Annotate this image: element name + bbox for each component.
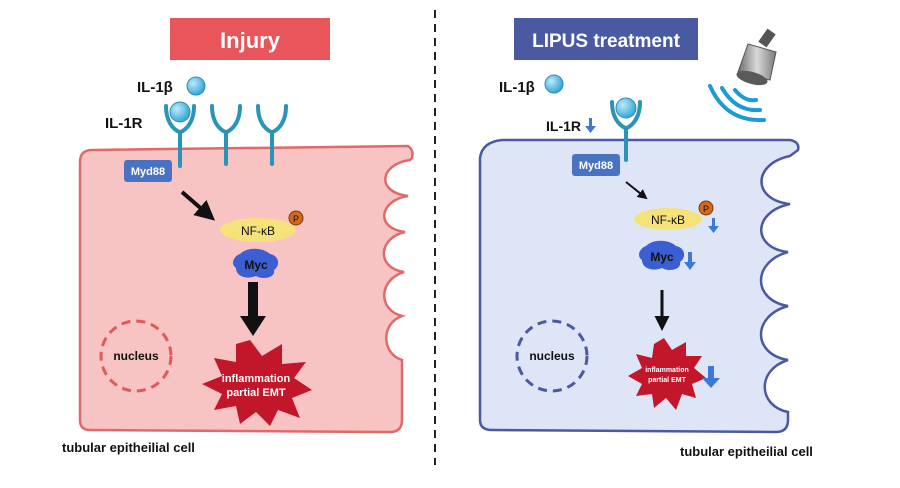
lipus-nucleus xyxy=(515,319,589,393)
lipus-phospho-icon xyxy=(698,200,714,216)
lipus-myc-label: Myc xyxy=(650,250,674,264)
injury-phospho-label: P xyxy=(293,214,299,224)
lipus-ligand-label: IL-1β xyxy=(499,79,535,96)
injury-myc-label: Myc xyxy=(244,258,268,272)
injury-outcome-burst xyxy=(202,340,312,426)
injury-outcome-line1: inflammation xyxy=(222,373,291,385)
injury-nucleus xyxy=(99,319,173,393)
injury-nfkb-oval xyxy=(220,218,296,242)
lipus-outcome-burst xyxy=(628,338,706,410)
injury-arrow-myd88-nfkb xyxy=(180,190,216,221)
lipus-cell-membrane xyxy=(478,138,800,434)
lipus-phospho-label: P xyxy=(703,204,709,214)
lipus-panel: LIPUS treatment IL-1β IL-1R xyxy=(478,18,813,459)
lipus-nucleus-label: nucleus xyxy=(529,349,575,363)
lipus-myd88-label: Myd88 xyxy=(579,160,613,172)
lipus-outcome-line1: inflammation xyxy=(645,367,689,374)
lipus-arrow-myd88-nfkb xyxy=(625,181,648,200)
lipus-nfkb-down-arrow-icon xyxy=(708,218,719,233)
lipus-cell-label: tubular epitheilial cell xyxy=(680,444,813,459)
injury-receptor-2 xyxy=(210,104,242,166)
injury-bound-ligand-icon xyxy=(169,101,191,123)
injury-phospho-icon xyxy=(288,210,304,226)
injury-nucleus-label: nucleus xyxy=(113,349,159,363)
ultrasound-wave-icon xyxy=(708,84,766,123)
injury-arrow-myc-outcome-head xyxy=(240,316,266,336)
lipus-receptor-down-arrow-icon xyxy=(585,118,596,133)
injury-receptor-label: IL-1R xyxy=(105,115,143,132)
ultrasound-probe-icon xyxy=(736,28,777,86)
lipus-nfkb-label: NF-κB xyxy=(651,213,685,227)
injury-title: Injury xyxy=(220,28,281,53)
lipus-myc-down-arrow-icon xyxy=(684,252,696,270)
lipus-outcome-down-arrow-icon xyxy=(702,366,720,388)
lipus-receptor-label: IL-1R xyxy=(546,118,581,134)
injury-ligand-icon xyxy=(186,76,206,96)
injury-ligand-label: IL-1β xyxy=(137,79,173,96)
injury-cell-membrane xyxy=(78,144,414,434)
injury-title-box xyxy=(170,18,330,60)
injury-cell-label: tubular epitheilial cell xyxy=(62,440,195,455)
injury-myc-blob xyxy=(233,248,279,278)
lipus-bound-ligand-icon xyxy=(615,97,637,119)
injury-nfkb-label: NF-κB xyxy=(241,224,275,238)
injury-receptor-1 xyxy=(164,104,196,168)
injury-outcome-line2: partial EMT xyxy=(226,387,286,399)
injury-myd88-label: Myd88 xyxy=(131,166,165,178)
lipus-title: LIPUS treatment xyxy=(532,31,680,52)
lipus-myc-blob xyxy=(639,240,685,270)
injury-panel: Injury IL-1β IL-1R Myd88 NF-κB xyxy=(62,18,414,455)
lipus-nfkb-oval xyxy=(634,208,702,230)
lipus-myd88-box xyxy=(572,154,620,176)
injury-myd88-box xyxy=(124,160,172,182)
lipus-receptor xyxy=(610,100,642,162)
lipus-title-box xyxy=(514,18,698,60)
injury-arrow-myc-outcome xyxy=(248,282,258,316)
lipus-ligand-icon xyxy=(544,74,564,94)
injury-receptor-3 xyxy=(256,104,288,166)
lipus-outcome-line2: partial EMT xyxy=(648,377,686,384)
